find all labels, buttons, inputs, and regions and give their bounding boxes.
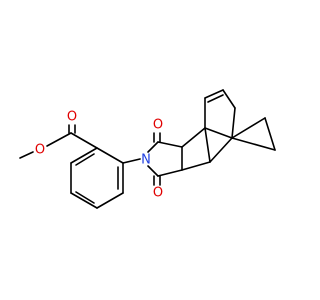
bond-cyclopropane-2 xyxy=(264,117,276,151)
bond-ring-n xyxy=(122,158,141,164)
bond-ring-inner-2 xyxy=(75,191,95,204)
bond-n-c-bottom xyxy=(147,165,159,177)
bond-cage-8 xyxy=(204,127,211,163)
bond-cage-alkene-1 xyxy=(204,89,224,99)
molecule-diagram: O O N O O xyxy=(19,89,276,209)
bond-ring-1 xyxy=(96,147,124,164)
bond-n-c-top xyxy=(147,141,159,153)
bond-ring-3 xyxy=(96,192,124,209)
bond-cage-1 xyxy=(181,127,206,148)
bond-ring-inner-3 xyxy=(75,153,95,166)
bond-carbonyl-ring xyxy=(70,132,98,149)
bond-c-bottom-bridge xyxy=(157,169,183,177)
oxygen-methoxy-label: O xyxy=(35,143,45,158)
bond-cage-alkene-2 xyxy=(207,94,224,103)
atom-labels: O O N O O xyxy=(35,110,163,201)
bond-cage-3 xyxy=(222,89,236,109)
oxygen-ester-carbonyl-label: O xyxy=(67,110,77,125)
bond-ring-6 xyxy=(70,147,98,164)
bond-o-carbonyl-carbon xyxy=(46,132,72,147)
oxygen-imide-bottom-label: O xyxy=(153,186,163,201)
bond-cage-4 xyxy=(231,107,236,139)
bond-cage-6 xyxy=(181,161,211,171)
bond-c-top-bridge xyxy=(157,141,183,148)
bonds xyxy=(19,89,276,209)
bond-methyl-o xyxy=(19,151,34,159)
bond-cage-7 xyxy=(209,137,233,163)
bond-cyclopropane-3 xyxy=(231,137,276,151)
bond-ring-4 xyxy=(70,192,98,209)
oxygen-imide-top-label: O xyxy=(153,118,163,133)
bond-cyclopropane-1 xyxy=(231,117,266,139)
nitrogen-imide-label: N xyxy=(141,153,151,168)
bond-cage-5 xyxy=(204,127,233,139)
